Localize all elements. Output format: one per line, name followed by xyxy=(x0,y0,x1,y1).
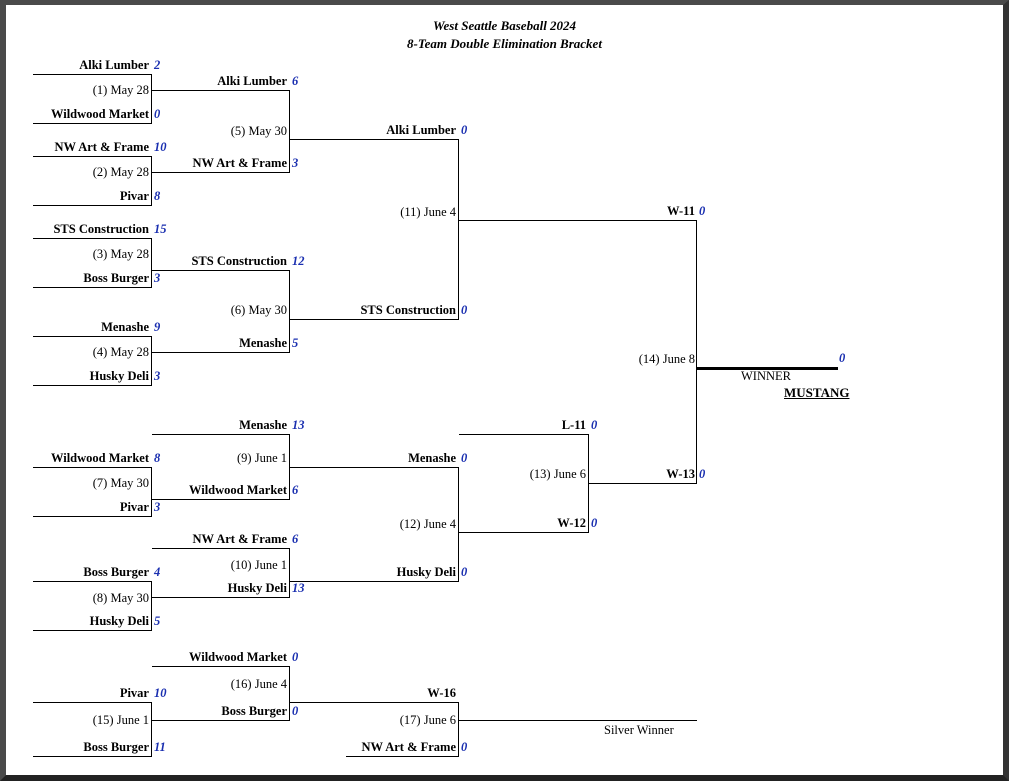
team-label: Alki Lumber xyxy=(79,58,149,72)
game-label: (9) June 1 xyxy=(237,451,287,465)
silver-winner-label: Silver Winner xyxy=(604,723,674,737)
team-label: STS Construction xyxy=(360,303,456,317)
team-label: Alki Lumber xyxy=(386,123,456,137)
game-label: (4) May 28 xyxy=(92,345,149,359)
team-label: NW Art & Frame xyxy=(192,532,287,546)
game-label: (13) June 6 xyxy=(529,467,586,481)
team-score: 12 xyxy=(292,254,305,268)
team-label: W-13 xyxy=(666,467,695,481)
team-label: NW Art & Frame xyxy=(361,740,456,754)
game-label: (12) June 4 xyxy=(399,517,456,531)
team-score: 0 xyxy=(292,704,299,718)
team-label: Husky Deli xyxy=(89,614,149,628)
team-label: Boss Burger xyxy=(83,740,149,754)
team-label: Husky Deli xyxy=(227,581,287,595)
team-label: NW Art & Frame xyxy=(192,156,287,170)
team-score: 0 xyxy=(461,740,468,754)
team-label: W-11 xyxy=(666,204,695,218)
team-score: 3 xyxy=(154,271,161,285)
team-score: 3 xyxy=(154,369,161,383)
game-label: (16) June 4 xyxy=(230,677,287,691)
team-score: 0 xyxy=(461,451,468,465)
game-label: (10) June 1 xyxy=(230,558,287,572)
team-label: Wildwood Market xyxy=(50,451,149,465)
team-score: 0 xyxy=(699,204,706,218)
final-score: 0 xyxy=(839,351,846,365)
team-label: Pivar xyxy=(119,189,149,203)
team-score: 10 xyxy=(154,140,167,154)
team-label: Wildwood Market xyxy=(188,483,287,497)
team-score: 6 xyxy=(292,532,299,546)
game-label: (7) May 30 xyxy=(92,476,149,490)
team-label: STS Construction xyxy=(191,254,287,268)
team-score: 0 xyxy=(699,467,706,481)
game-label: (5) May 30 xyxy=(230,124,287,138)
game-label: (14) June 8 xyxy=(638,352,695,366)
team-score: 3 xyxy=(154,500,161,514)
team-score: 13 xyxy=(292,418,305,432)
game-label: (15) June 1 xyxy=(92,713,149,727)
team-label: Menashe xyxy=(408,451,456,465)
team-label: Wildwood Market xyxy=(188,650,287,664)
team-label: L-11 xyxy=(561,418,586,432)
team-score: 6 xyxy=(292,74,299,88)
team-score: 11 xyxy=(154,740,166,754)
team-label: Husky Deli xyxy=(396,565,456,579)
team-score: 0 xyxy=(591,418,598,432)
game-label: (11) June 4 xyxy=(400,205,456,219)
team-label: W-12 xyxy=(557,516,586,530)
bracket-subtitle: 8-Team Double Elimination Bracket xyxy=(407,36,602,51)
team-label: STS Construction xyxy=(53,222,149,236)
team-score: 6 xyxy=(292,483,299,497)
team-label: Boss Burger xyxy=(83,565,149,579)
team-score: 15 xyxy=(154,222,167,236)
team-label: Boss Burger xyxy=(221,704,287,718)
team-score: 13 xyxy=(292,581,305,595)
team-score: 2 xyxy=(154,58,161,72)
team-score: 8 xyxy=(154,189,161,203)
team-label: Wildwood Market xyxy=(50,107,149,121)
team-label: Menashe xyxy=(101,320,149,334)
team-score: 5 xyxy=(154,614,161,628)
team-label: Pivar xyxy=(119,500,149,514)
team-score: 0 xyxy=(461,565,468,579)
team-label: Alki Lumber xyxy=(217,74,287,88)
team-score: 4 xyxy=(154,565,161,579)
team-label: W-16 xyxy=(427,686,456,700)
team-label: NW Art & Frame xyxy=(54,140,149,154)
game-label: (17) June 6 xyxy=(399,713,456,727)
game-label: (2) May 28 xyxy=(92,165,149,179)
team-score: 0 xyxy=(591,516,598,530)
team-label: Menashe xyxy=(239,336,287,350)
game-label: (6) May 30 xyxy=(230,303,287,317)
team-score: 5 xyxy=(292,336,299,350)
game-label: (8) May 30 xyxy=(92,591,149,605)
champion-name: MUSTANG xyxy=(784,385,850,400)
team-label: Husky Deli xyxy=(89,369,149,383)
team-score: 0 xyxy=(461,123,468,137)
team-score: 3 xyxy=(292,156,299,170)
winner-label: WINNER xyxy=(741,369,791,383)
team-label: Menashe xyxy=(239,418,287,432)
bracket-title: West Seattle Baseball 2024 xyxy=(432,18,577,33)
team-score: 10 xyxy=(154,686,167,700)
game-label: (3) May 28 xyxy=(92,247,149,261)
team-score: 0 xyxy=(461,303,468,317)
game-label: (1) May 28 xyxy=(92,83,149,97)
team-score: 9 xyxy=(154,320,161,334)
team-label: Pivar xyxy=(119,686,149,700)
team-label: Boss Burger xyxy=(83,271,149,285)
team-score: 0 xyxy=(154,107,161,121)
team-score: 0 xyxy=(292,650,299,664)
team-score: 8 xyxy=(154,451,161,465)
